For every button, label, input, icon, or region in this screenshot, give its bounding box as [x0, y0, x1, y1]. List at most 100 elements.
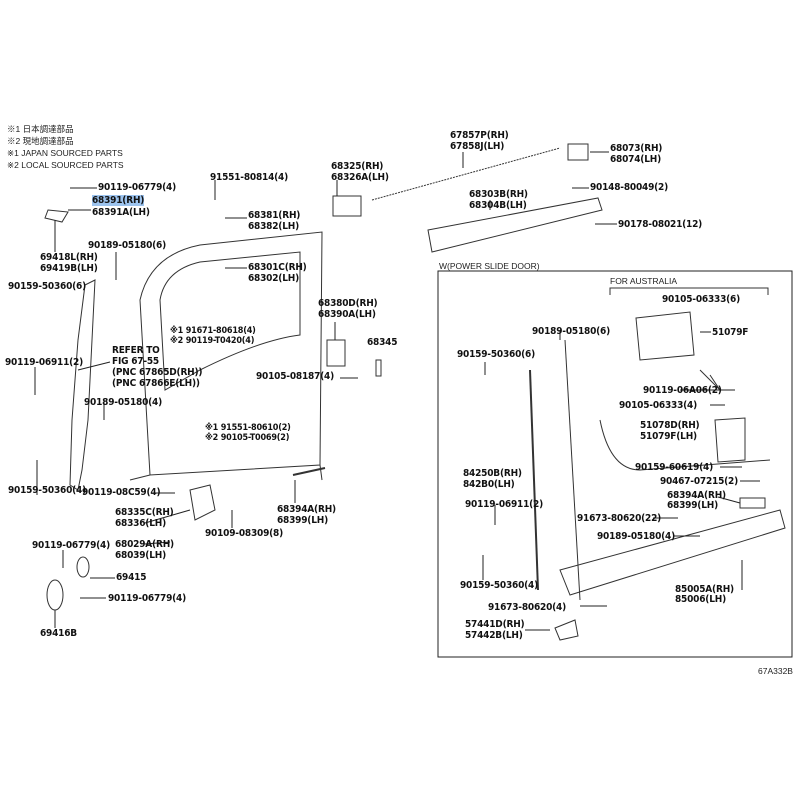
- part-68380D: [326, 339, 346, 367]
- part-69418L: [44, 209, 69, 223]
- part-label[interactable]: 90119-06779(4): [98, 182, 177, 193]
- part-label[interactable]: 91673-80620(22): [577, 513, 662, 524]
- part-label[interactable]: 90119-08C59(4): [82, 487, 161, 498]
- part-label[interactable]: 90189-05180(4): [597, 531, 676, 542]
- part-68073: [567, 143, 589, 161]
- part-label[interactable]: 85005A(RH): [675, 584, 734, 595]
- part-label[interactable]: 90119-06911(2): [465, 499, 544, 510]
- part-69416B: [46, 579, 64, 611]
- part-label[interactable]: 90159-50360(6): [457, 349, 536, 360]
- reference-link[interactable]: FIG 67-55: [112, 356, 159, 367]
- part-label[interactable]: 68039(LH): [115, 550, 166, 561]
- pillar-part: [69, 279, 96, 491]
- part-label[interactable]: 68394A(RH): [277, 504, 336, 515]
- part-label[interactable]: 68399(LH): [277, 515, 328, 526]
- part-label[interactable]: 90148-80049(2): [590, 182, 669, 193]
- part-84250B: [529, 369, 539, 591]
- part-label[interactable]: 90159-60619(4): [635, 462, 714, 473]
- part-label[interactable]: 69419B(LH): [40, 263, 98, 274]
- note-2-jp: ※2 現地調達部品: [7, 136, 74, 146]
- part-label[interactable]: 67858J(LH): [450, 141, 505, 152]
- part-label[interactable]: 69418L(RH): [40, 252, 98, 263]
- part-label[interactable]: 68326A(LH): [331, 172, 389, 183]
- part-label[interactable]: 68336(LH): [115, 518, 166, 529]
- part-label[interactable]: 68301C(RH): [248, 262, 307, 273]
- reference-note: REFER TO: [112, 345, 160, 356]
- part-label[interactable]: ※2 90119-T0420(4): [170, 336, 255, 346]
- part-68394A-right: [739, 497, 766, 509]
- part-label[interactable]: 57441D(RH): [465, 619, 525, 630]
- part-label[interactable]: 90119-06779(4): [32, 540, 111, 551]
- part-label[interactable]: 69415: [116, 572, 147, 583]
- part-label[interactable]: 85006(LH): [675, 594, 726, 605]
- part-label[interactable]: 68303B(RH): [469, 189, 528, 200]
- part-label[interactable]: 90105-06333(6): [662, 294, 741, 305]
- note-1-en: ※1 JAPAN SOURCED PARTS: [7, 148, 123, 158]
- part-label[interactable]: 90159-50360(4): [8, 485, 87, 496]
- part-label[interactable]: ※1 91671-80618(4): [170, 326, 256, 336]
- part-68345: [375, 359, 382, 377]
- box-title: W(POWER SLIDE DOOR): [439, 261, 540, 271]
- part-label[interactable]: 90119-06779(4): [108, 593, 187, 604]
- part-label[interactable]: 51079F: [712, 327, 749, 338]
- part-label[interactable]: 68394A(RH): [667, 490, 726, 501]
- part-label[interactable]: 68382(LH): [248, 221, 299, 232]
- part-label[interactable]: 68074(LH): [610, 154, 661, 165]
- part-label[interactable]: 91551-80814(4): [210, 172, 289, 183]
- part-label[interactable]: 68304B(LH): [469, 200, 527, 211]
- part-label[interactable]: 57442B(LH): [465, 630, 523, 641]
- rail-68303B: [427, 197, 603, 253]
- part-label[interactable]: 90119-06911(2): [5, 357, 84, 368]
- part-label[interactable]: 84250B(RH): [463, 468, 522, 479]
- part-label[interactable]: 90109-08309(8): [205, 528, 284, 539]
- part-51079F: [635, 311, 695, 361]
- part-label[interactable]: 90119-06A06(2): [643, 385, 722, 396]
- part-label[interactable]: 68029A(RH): [115, 539, 174, 550]
- part-label[interactable]: 90159-50360(6): [8, 281, 87, 292]
- part-label[interactable]: 90467-07215(2): [660, 476, 739, 487]
- part-label[interactable]: 68390A(LH): [318, 309, 376, 320]
- australia-bracket: [609, 287, 769, 295]
- part-label[interactable]: 68073(RH): [610, 143, 663, 154]
- note-2-en: ※2 LOCAL SOURCED PARTS: [7, 160, 124, 170]
- figure-id: 67A332B: [758, 666, 793, 676]
- part-label[interactable]: 68399(LH): [667, 500, 718, 511]
- part-label[interactable]: 90178-08021(12): [618, 219, 703, 230]
- note-1-jp: ※1 日本調達部品: [7, 124, 74, 134]
- weatherstrip: [371, 147, 561, 201]
- part-69415: [76, 556, 90, 578]
- part-label[interactable]: 51079F(LH): [640, 431, 697, 442]
- part-label[interactable]: 90189-05180(6): [88, 240, 167, 251]
- part-label-selected[interactable]: 68391(RH): [92, 195, 145, 206]
- part-85005A: [559, 509, 786, 596]
- part-label[interactable]: 51078D(RH): [640, 420, 700, 431]
- part-57441D: [554, 619, 579, 641]
- part-label[interactable]: 90159-50360(4): [460, 580, 539, 591]
- part-label[interactable]: ※2 90105-T0069(2): [205, 433, 290, 443]
- part-label[interactable]: ※1 91551-80610(2): [205, 423, 291, 433]
- part-68335C: [189, 484, 216, 521]
- part-68325: [332, 195, 362, 217]
- part-68394A: [292, 467, 326, 476]
- part-label[interactable]: 67857P(RH): [450, 130, 509, 141]
- part-label[interactable]: 68335C(RH): [115, 507, 174, 518]
- part-label[interactable]: 90105-06333(4): [619, 400, 698, 411]
- part-label[interactable]: 69416B: [40, 628, 77, 639]
- part-label[interactable]: 68345: [367, 337, 398, 348]
- part-label[interactable]: 68380D(RH): [318, 298, 378, 309]
- part-label[interactable]: 68381(RH): [248, 210, 301, 221]
- reference-note: (PNC 67866E(LH)): [112, 378, 200, 389]
- part-label[interactable]: 68325(RH): [331, 161, 384, 172]
- reference-note: (PNC 67865D(RH)): [112, 367, 203, 378]
- part-label[interactable]: 90105-08187(4): [256, 371, 335, 382]
- door-outline-left: [139, 231, 323, 476]
- part-label[interactable]: 842B0(LH): [463, 479, 515, 490]
- part-label[interactable]: 90189-05180(4): [84, 397, 163, 408]
- part-51078D: [714, 417, 746, 463]
- part-label[interactable]: 91673-80620(4): [488, 602, 567, 613]
- part-label[interactable]: 90189-05180(6): [532, 326, 611, 337]
- part-label[interactable]: 68391A(LH): [92, 207, 150, 218]
- part-label[interactable]: 68302(LH): [248, 273, 299, 284]
